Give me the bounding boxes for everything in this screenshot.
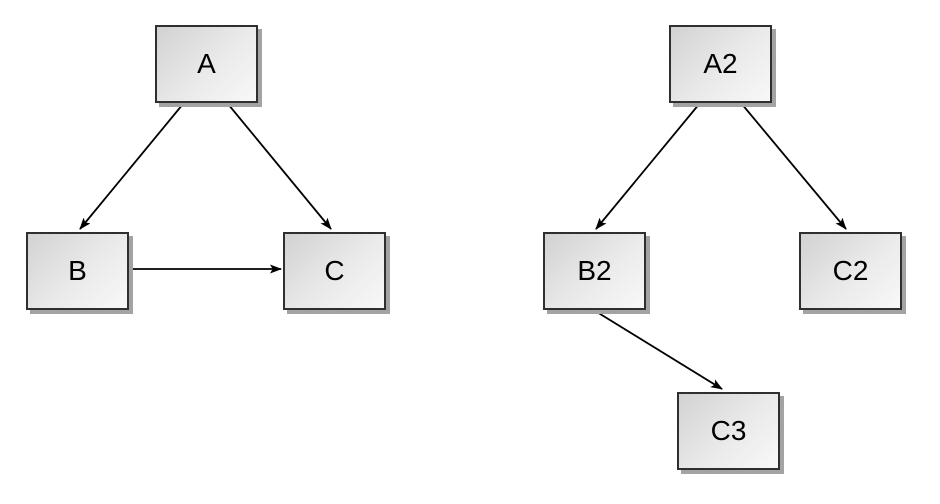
- node-A2-label: A2: [703, 48, 738, 79]
- node-B2-label: B2: [577, 255, 612, 286]
- node-C2-label: C2: [832, 255, 869, 286]
- node-B[interactable]: B: [26, 232, 129, 310]
- node-C-label: C: [324, 255, 345, 286]
- node-C[interactable]: C: [283, 232, 386, 310]
- node-C3[interactable]: C3: [677, 392, 780, 470]
- node-A[interactable]: A: [155, 25, 258, 103]
- edge-A2-B2[interactable]: [595, 102, 701, 230]
- edge-B2-C3[interactable]: [591, 308, 723, 390]
- node-B2[interactable]: B2: [543, 232, 646, 310]
- edge-A-C[interactable]: [227, 103, 332, 230]
- node-C3-label: C3: [710, 415, 747, 446]
- edge-A-B[interactable]: [79, 103, 184, 230]
- edge-A2-C2[interactable]: [740, 102, 847, 230]
- node-A2[interactable]: A2: [669, 25, 772, 103]
- node-A-label: A: [197, 48, 216, 79]
- node-C2[interactable]: C2: [799, 232, 902, 310]
- node-B-label: B: [68, 255, 87, 286]
